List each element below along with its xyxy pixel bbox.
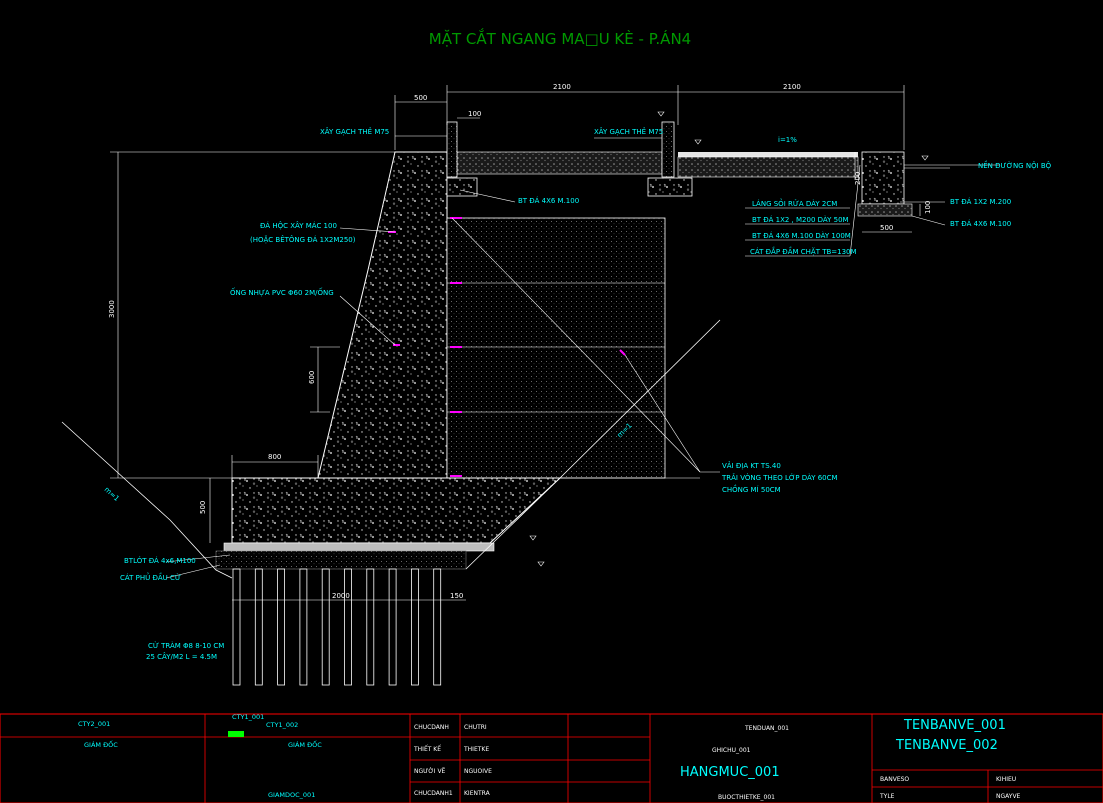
pile-group xyxy=(232,568,442,686)
dim-3000: 3000 xyxy=(108,300,116,318)
tb-ghichu: GHICHU_001 xyxy=(712,747,751,754)
label-curb-1: BT ĐÁ 1X2 M.200 xyxy=(950,197,1011,206)
pile xyxy=(254,568,263,686)
tb-tenduan: TENDUAN_001 xyxy=(744,725,789,732)
tb-thietke-lbl: THIẾT KẾ xyxy=(413,745,441,753)
tb-nguoive-val: NGUOIVE xyxy=(464,768,492,775)
label-bt-4x6-top: BT ĐÁ 4X6 M.100 xyxy=(518,196,579,205)
excavation-lines xyxy=(61,319,721,579)
pile xyxy=(232,568,241,686)
label-piles-1: CỪ TRÀM Φ8 8-10 CM xyxy=(148,641,224,650)
dim-2100-left: 2100 xyxy=(553,83,571,91)
tb-cty1-b: CTY1_002 xyxy=(266,721,298,729)
dim-500-right: 500 xyxy=(880,224,893,232)
label-brick-left: XÂY GẠCH THẺ M75 xyxy=(320,127,389,136)
tb-kientra: KIENTRA xyxy=(464,790,491,797)
pile xyxy=(344,568,352,686)
dimension-texts: 500 2100 2100 100 3000 600 500 800 2000 … xyxy=(108,83,932,600)
retaining-wall xyxy=(317,151,666,479)
label-pave-2: BT ĐÁ 1X2 , M200 DÀY 50M xyxy=(752,215,849,224)
label-geo-3: CHỒNG MÍ 50CM xyxy=(722,484,781,494)
tb-hangmuc: HANGMUC_001 xyxy=(680,765,780,780)
label-curb-2: BT ĐÁ 4X6 M.100 xyxy=(950,219,1011,228)
drawing-title: MẶT CẮT NGANG MA□U KÈ - P.ÁN4 xyxy=(429,27,691,48)
top-paving xyxy=(446,121,1000,217)
leader-lines xyxy=(165,135,950,579)
dim-500-left: 500 xyxy=(199,501,207,514)
pile xyxy=(366,568,375,686)
label-pave-1: LÁNG SỎI RỬA DÀY 2CM xyxy=(752,198,837,208)
label-pave-4: CÁT ĐẮP ĐẦM CHẶT TB=130M xyxy=(750,246,857,256)
dim-100: 100 xyxy=(468,110,481,118)
tb-tenbanve-2: TENBANVE_002 xyxy=(895,738,998,753)
dim-600: 600 xyxy=(308,371,316,384)
title-block-texts: CTY2_001 CTY1_001 CTY1_002 GIÁM ĐỐC GIÁM… xyxy=(78,713,322,799)
label-stone-1: ĐÁ HỘC XÂY MÁC 100 xyxy=(260,221,337,230)
tb-banveso: BANVESO xyxy=(880,776,909,783)
pile xyxy=(277,568,286,686)
dim-800: 800 xyxy=(268,453,281,461)
tb-tenbanve-1: TENBANVE_001 xyxy=(903,718,1006,733)
elevation-markers xyxy=(529,111,929,567)
label-geo-1: VẢI ĐỊA KT TS.40 xyxy=(722,461,781,470)
tb-cty1-a: CTY1_001 xyxy=(232,713,264,721)
label-slope-pct: i=1% xyxy=(778,136,797,144)
tb-chucdanh1: CHUCDANH1 xyxy=(414,790,453,797)
dim-500-top: 500 xyxy=(414,94,427,102)
label-slope-left: m=1 xyxy=(103,486,121,503)
tb-kihieu: KIHIEU xyxy=(996,776,1016,783)
tb-chutri: CHUTRI xyxy=(464,724,487,731)
foundation-block xyxy=(215,477,562,570)
tb-nguoive-lbl: NGƯỜI VẼ xyxy=(414,768,446,775)
pile xyxy=(299,568,308,686)
label-stone-2: (HOẶC BÊTÔNG ĐÁ 1X2M250) xyxy=(250,235,356,244)
label-base-2: CÁT PHỦ ĐẦU CỪ xyxy=(120,572,181,582)
dim-2100-right: 2100 xyxy=(783,83,801,91)
tb-chucdanh: CHUCDANH xyxy=(414,724,449,731)
tb-giamdoc-1: GIÁM ĐỐC xyxy=(84,739,118,749)
pile xyxy=(321,568,330,686)
title-block-roles: CHUCDANH CHUTRI THIẾT KẾ THIETKE NGƯỜI V… xyxy=(413,724,1021,801)
dimension-lines xyxy=(110,85,921,601)
title-block-main: HANGMUC_001 TENBANVE_001 TENBANVE_002 xyxy=(680,718,1006,780)
title-block xyxy=(0,713,1103,803)
tb-tyle: TYLE xyxy=(879,793,895,800)
annotation-labels: XÂY GẠCH THẺ M75 XÂY GẠCH THẺ M75 BT ĐÁ … xyxy=(103,127,1052,661)
pile xyxy=(433,568,442,686)
tb-buocthietke: BUOCTHIETKE_001 xyxy=(718,794,775,801)
pile xyxy=(388,568,397,686)
dim-100-right: 100 xyxy=(924,201,932,214)
label-pipe: ỐNG NHỰA PVC Φ60 2M/ỐNG xyxy=(230,287,334,297)
dim-150: 150 xyxy=(450,592,463,600)
tb-giamdoc-2: GIÁM ĐỐC xyxy=(288,739,322,749)
label-base-1: BTLÓT ĐÁ 4x6,M100 xyxy=(124,556,196,565)
label-pave-3: BT ĐÁ 4X6 M.100 DÀY 100M xyxy=(752,231,851,240)
label-brick-right: XÂY GẠCH THẺ M75 xyxy=(594,127,663,136)
label-road: NỀN ĐƯỜNG NỘI BỘ xyxy=(978,160,1052,170)
dim-2000: 2000 xyxy=(332,592,350,600)
pile xyxy=(410,568,419,686)
dim-200: 200 xyxy=(854,172,862,185)
label-geo-2: TRẢI VÒNG THEO LỚP DÀY 60CM xyxy=(721,473,838,482)
tb-cty2: CTY2_001 xyxy=(78,720,110,728)
tb-giamdoc-code: GIAMDOC_001 xyxy=(268,791,315,799)
tb-ngayve: NGAYVE xyxy=(996,793,1021,800)
tb-thietke-val: THIETKE xyxy=(463,746,489,753)
label-piles-2: 25 CÂY/M2 L = 4.5M xyxy=(146,652,217,661)
